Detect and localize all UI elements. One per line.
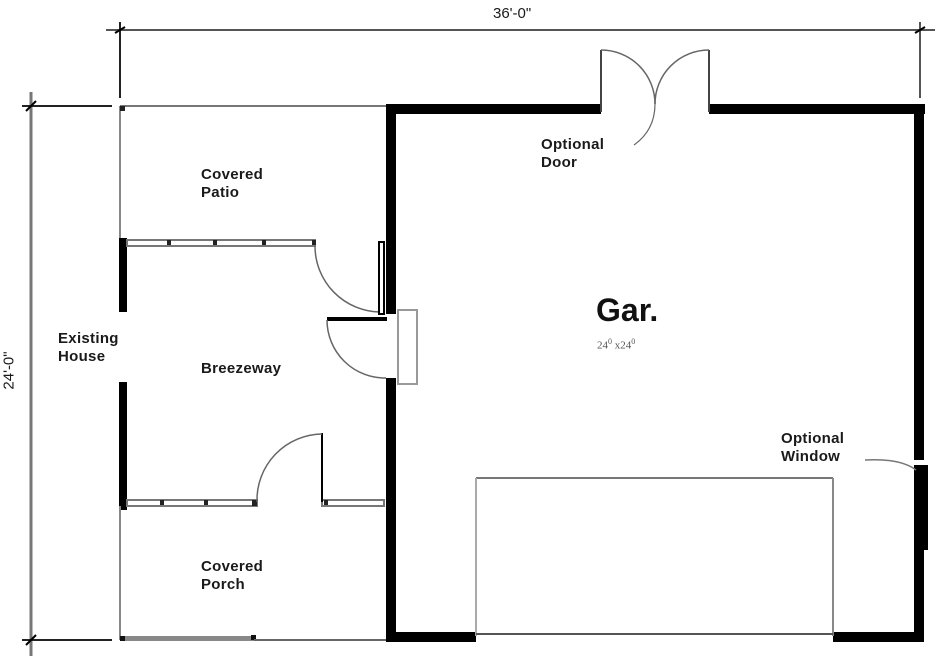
width-dimension-label: 36'-0" xyxy=(493,5,532,22)
existing-house-line2: House xyxy=(58,348,106,365)
optional-window-line1: Optional xyxy=(781,430,845,447)
optional-door-line1: Optional xyxy=(541,136,605,153)
covered-porch-line1: Covered xyxy=(201,558,264,575)
height-dimension-label: 24'-0" xyxy=(0,351,18,390)
garage-walls xyxy=(386,104,928,642)
garage-size-label: 240 x240 xyxy=(597,337,635,352)
garage-size-h: 24 xyxy=(620,339,632,352)
optional-window-line2: Window xyxy=(781,448,841,465)
existing-house-label: Existing House xyxy=(58,330,119,366)
garage-size-x: x xyxy=(614,339,621,352)
optional-window-leader xyxy=(864,458,917,471)
covered-patio-outline xyxy=(119,105,386,240)
left-dimension-line xyxy=(22,92,112,656)
breezeway-walls xyxy=(119,238,418,510)
covered-patio-line1: Covered xyxy=(201,166,264,183)
garage-label: Gar. xyxy=(596,292,659,328)
existing-house-line1: Existing xyxy=(58,330,119,347)
top-dimension-line xyxy=(106,22,935,98)
covered-patio-line2: Patio xyxy=(201,184,240,201)
optional-door-line2: Door xyxy=(541,154,578,171)
breezeway-label: Breezeway xyxy=(201,360,282,377)
covered-porch-label: Covered Porch xyxy=(201,558,263,594)
optional-window-label: Optional Window xyxy=(781,430,844,466)
garage-size-w-sup: 0 xyxy=(608,337,612,346)
garage-size-w: 24 xyxy=(597,339,608,352)
garage-size-h-sup: 0 xyxy=(631,337,636,346)
optional-door-label: Optional Door xyxy=(541,136,604,172)
covered-porch-line2: Porch xyxy=(201,576,246,593)
optional-double-door xyxy=(600,49,710,146)
covered-patio-label: Covered Patio xyxy=(201,166,263,202)
garage-door-opening xyxy=(475,477,834,636)
covered-porch-outline xyxy=(119,506,386,641)
